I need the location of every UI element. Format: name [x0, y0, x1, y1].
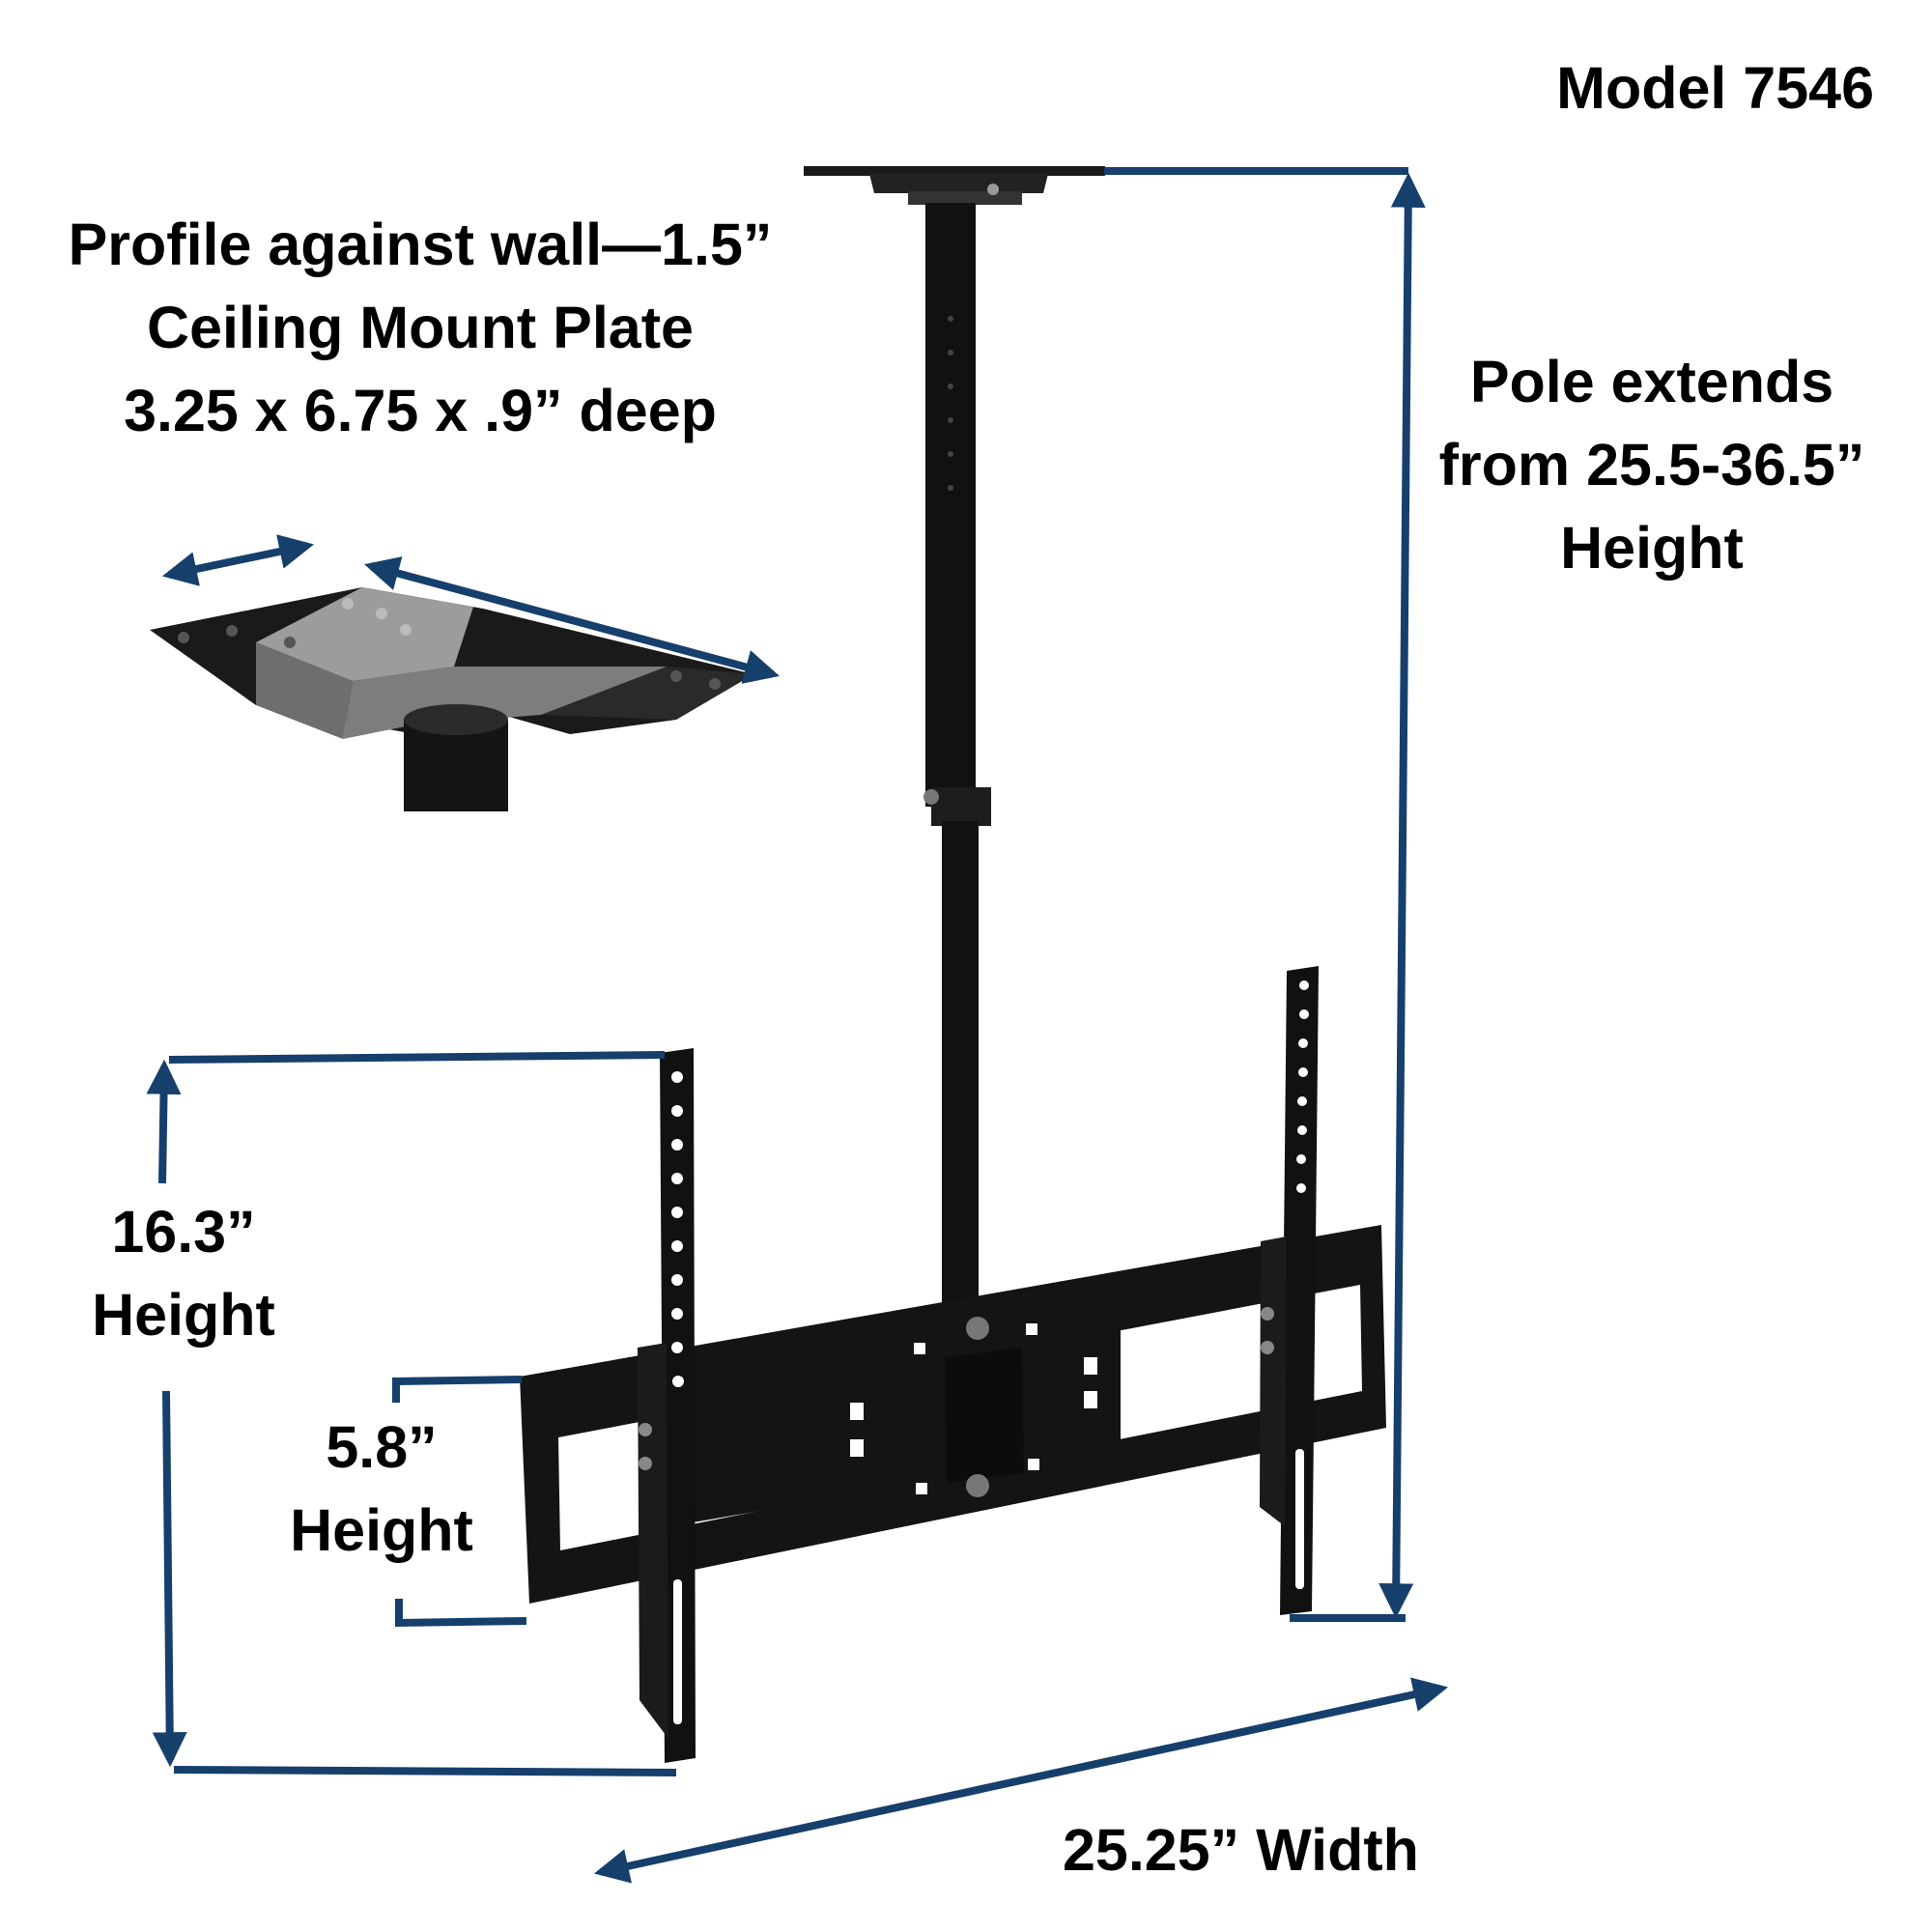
plate-note-line2: Ceiling Mount Plate — [147, 295, 694, 360]
ceiling-plate-closeup — [150, 587, 753, 811]
rail-height-value: 5.8” — [326, 1414, 438, 1480]
bracket-height-arrow-up — [146, 1059, 182, 1184]
pole-height-arrow — [1378, 172, 1426, 1619]
bracket-height-arrow-down — [152, 1390, 187, 1768]
plate-note-line1: Profile against wall—1.5” — [68, 212, 773, 277]
pole-height-dimension — [1104, 167, 1426, 1622]
width-label: 25.25” Width — [1063, 1817, 1419, 1883]
rail-height-dimension — [392, 1376, 527, 1628]
model-label: Model 7546 — [1556, 55, 1874, 121]
bracket-height-dimension — [146, 1051, 677, 1776]
bracket-height-unit: Height — [92, 1282, 275, 1348]
pole-note-line2: from 25.5-36.5” — [1438, 432, 1865, 497]
plate-depth-arrow — [161, 534, 315, 586]
ceiling-mount — [520, 166, 1386, 1763]
plate-note-line3: 3.25 x 6.75 x .9” deep — [124, 378, 717, 443]
plate-length-arrow — [364, 556, 780, 684]
rail-height-label: 5.8” Height — [266, 1406, 497, 1572]
pole-note-line1: Pole extends — [1469, 349, 1834, 414]
pole-note-line3: Height — [1560, 515, 1744, 581]
bracket-height-label: 16.3” Height — [48, 1190, 319, 1356]
pole-note: Pole extends from 25.5-36.5” Height — [1420, 340, 1884, 589]
rail-height-unit: Height — [290, 1497, 473, 1563]
bracket-height-value: 16.3” — [111, 1199, 256, 1264]
plate-note: Profile against wall—1.5” Ceiling Mount … — [29, 203, 811, 452]
width-arrow — [593, 1677, 1449, 1884]
